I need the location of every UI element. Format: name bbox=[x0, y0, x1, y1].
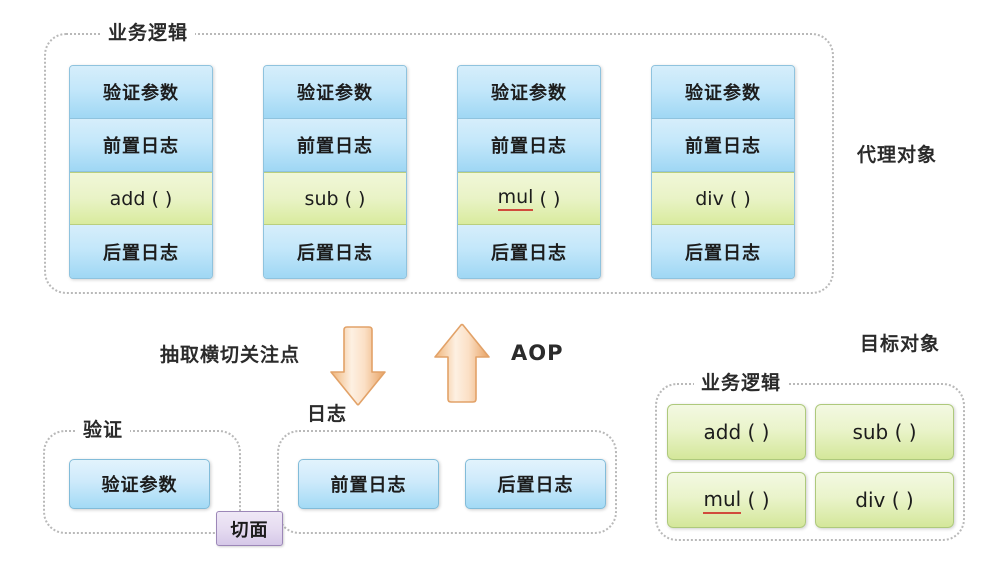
proxy-cell-method-div[interactable]: div ( ) bbox=[652, 172, 794, 225]
target-method-sub[interactable]: sub ( ) bbox=[815, 404, 954, 460]
aop-label: AOP bbox=[511, 341, 564, 365]
proxy-cell-validate[interactable]: 验证参数 bbox=[458, 66, 600, 119]
target-object-container bbox=[655, 383, 965, 541]
proxy-cell-after-log[interactable]: 后置日志 bbox=[652, 225, 794, 278]
up-arrow-icon bbox=[430, 323, 492, 405]
extract-crosscutting-label: 抽取横切关注点 bbox=[160, 344, 301, 366]
target-method-add[interactable]: add ( ) bbox=[667, 404, 806, 460]
proxy-method-stack-div[interactable]: 验证参数 前置日志 div ( ) 后置日志 bbox=[651, 65, 795, 279]
proxy-cell-after-log[interactable]: 后置日志 bbox=[264, 225, 406, 278]
method-parens: ( ) bbox=[533, 187, 561, 210]
validate-param-button[interactable]: 验证参数 bbox=[69, 459, 210, 509]
log-group-label: 日志 bbox=[300, 404, 355, 424]
down-arrow-icon bbox=[328, 325, 388, 407]
after-log-button[interactable]: 后置日志 bbox=[465, 459, 606, 509]
validate-aspect-container bbox=[43, 430, 241, 534]
log-aspect-container bbox=[277, 430, 617, 534]
target-business-logic-label: 业务逻辑 bbox=[694, 373, 789, 393]
proxy-cell-validate[interactable]: 验证参数 bbox=[652, 66, 794, 119]
proxy-method-stack-sub[interactable]: 验证参数 前置日志 sub ( ) 后置日志 bbox=[263, 65, 407, 279]
proxy-object-container bbox=[44, 33, 834, 294]
proxy-method-stack-add[interactable]: 验证参数 前置日志 add ( ) 后置日志 bbox=[69, 65, 213, 279]
proxy-cell-validate[interactable]: 验证参数 bbox=[70, 66, 212, 119]
proxy-cell-validate[interactable]: 验证参数 bbox=[264, 66, 406, 119]
proxy-cell-before-log[interactable]: 前置日志 bbox=[652, 119, 794, 172]
proxy-cell-method-add[interactable]: add ( ) bbox=[70, 172, 212, 225]
misspelled-word-mul: mul bbox=[497, 186, 534, 211]
aspect-chip[interactable]: 切面 bbox=[216, 511, 283, 546]
method-parens: ( ) bbox=[741, 488, 770, 512]
proxy-cell-before-log[interactable]: 前置日志 bbox=[458, 119, 600, 172]
proxy-method-stack-mul[interactable]: 验证参数 前置日志 mul ( ) 后置日志 bbox=[457, 65, 601, 279]
proxy-object-side-label: 代理对象 bbox=[857, 144, 938, 166]
target-object-side-label: 目标对象 bbox=[860, 333, 941, 355]
validate-group-label: 验证 bbox=[76, 420, 131, 440]
proxy-cell-method-mul[interactable]: mul ( ) bbox=[458, 172, 600, 225]
proxy-cell-method-sub[interactable]: sub ( ) bbox=[264, 172, 406, 225]
proxy-cell-after-log[interactable]: 后置日志 bbox=[458, 225, 600, 278]
target-method-div[interactable]: div ( ) bbox=[815, 472, 954, 528]
proxy-business-logic-label: 业务逻辑 bbox=[101, 23, 196, 43]
proxy-cell-before-log[interactable]: 前置日志 bbox=[264, 119, 406, 172]
proxy-cell-before-log[interactable]: 前置日志 bbox=[70, 119, 212, 172]
misspelled-word-mul: mul bbox=[703, 487, 742, 514]
proxy-cell-after-log[interactable]: 后置日志 bbox=[70, 225, 212, 278]
target-method-mul[interactable]: mul ( ) bbox=[667, 472, 806, 528]
before-log-button[interactable]: 前置日志 bbox=[298, 459, 439, 509]
